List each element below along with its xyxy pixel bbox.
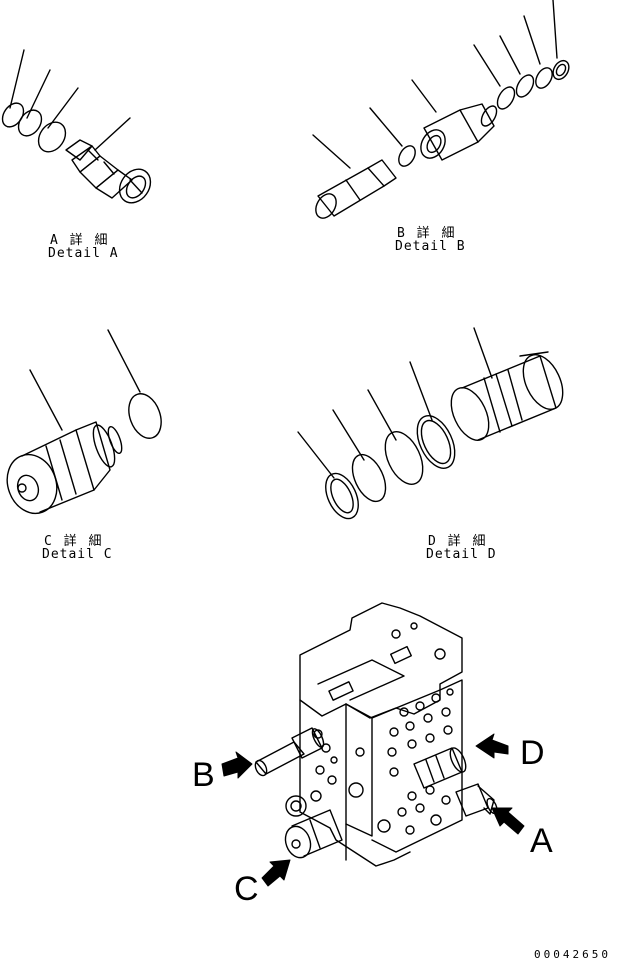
arrow-d-icon [476,734,508,758]
detail-d-label: Detail D [426,547,497,562]
detail-b-label: Detail B [395,239,466,254]
detail-d-label-jp: D 詳 細 [428,534,488,549]
callout-b: B [192,756,215,794]
fitting-b [253,727,326,777]
detail-a-drawing [0,50,157,209]
right-face-holes [388,689,453,834]
detail-c-relief-valve [0,422,124,520]
detail-d-rings [319,410,462,524]
detail-c-drawing [0,330,167,520]
fitting-c [281,810,342,861]
detail-c-o-ring [123,389,167,442]
detail-b-o-ring [395,143,418,169]
document-number: 00042650 [534,948,611,961]
detail-b-label-jp: B 詳 細 [397,226,457,241]
arrow-b-icon [222,752,252,778]
callout-d: D [520,734,545,772]
arrow-a-icon [492,808,524,834]
detail-c-label-jp: C 詳 細 [44,534,104,549]
detail-c-label: Detail C [42,547,113,562]
detail-b-rings [494,58,572,112]
control-valve-assembly [253,603,499,866]
detail-b-plunger [312,160,396,222]
detail-a-o-ring [0,99,71,157]
fitting-d [414,746,469,788]
detail-a-label-jp: A 詳 細 [50,233,110,248]
detail-a-label: Detail A [48,246,119,261]
detail-d-drawing [298,328,571,524]
callout-a: A [530,822,553,860]
detail-b-drawing [312,0,572,222]
arrow-c-icon [262,860,290,886]
detail-b-plug [416,103,500,162]
detail-a-cartridge [66,140,157,209]
callout-c: C [234,870,259,908]
detail-d-cartridge [444,349,571,447]
